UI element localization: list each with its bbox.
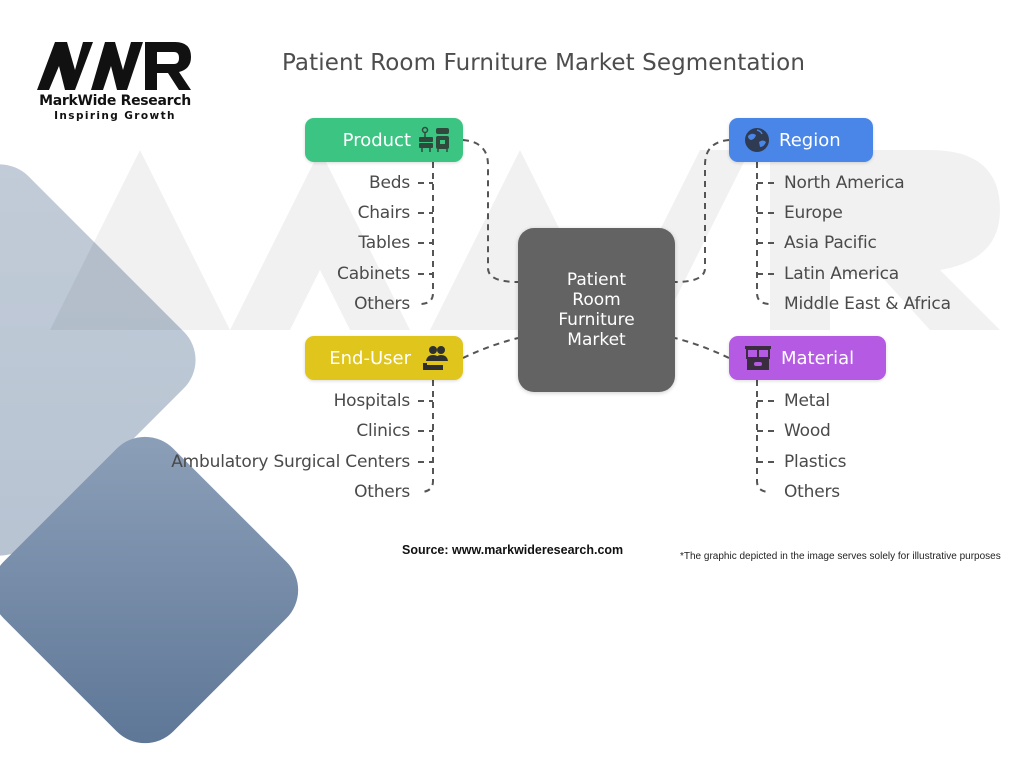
segment-material: Material <box>729 336 886 380</box>
connector-material <box>674 337 730 359</box>
mwr-logo-mark-icon <box>37 42 191 90</box>
disclaimer-text: *The graphic depicted in the image serve… <box>680 551 1001 562</box>
branch-material <box>756 380 771 493</box>
product-item: Others <box>354 294 410 314</box>
region-item: Latin America <box>784 264 899 284</box>
branch-region <box>756 162 771 305</box>
product-item: Cabinets <box>337 264 410 284</box>
page-title: Patient Room Furniture Market Segmentati… <box>282 50 806 76</box>
segment-end-user: End-User <box>305 336 463 380</box>
users-icon <box>423 346 448 370</box>
segment-region-label: Region <box>779 129 841 151</box>
center-label: Patient Room Furniture Market <box>558 270 635 350</box>
segment-product: Product <box>305 118 463 162</box>
brand-logo: MarkWide Research Inspiring Growth <box>30 40 200 122</box>
region-item: Middle East & Africa <box>784 294 951 314</box>
cabinet-icon <box>745 346 771 370</box>
product-item: Chairs <box>357 203 411 223</box>
segment-region: Region <box>729 118 873 162</box>
end-user-item: Ambulatory Surgical Centers <box>171 452 410 472</box>
connector-region <box>674 139 730 283</box>
region-item: Europe <box>784 203 843 223</box>
brand-tagline: Inspiring Growth <box>54 110 176 122</box>
end-user-item: Hospitals <box>333 391 411 411</box>
furniture-icon <box>419 126 449 152</box>
brand-name: MarkWide Research <box>39 93 191 109</box>
region-item: Asia Pacific <box>784 233 877 253</box>
material-item: Plastics <box>784 452 847 472</box>
segment-end-user-label: End-User <box>329 347 411 369</box>
material-item: Wood <box>784 421 831 441</box>
branch-product <box>419 162 434 305</box>
segment-material-label: Material <box>781 347 855 369</box>
end-user-item: Others <box>354 482 410 502</box>
connector-lines <box>418 139 774 493</box>
branch-enduser <box>419 380 434 493</box>
region-item: North America <box>784 173 905 193</box>
product-item: Tables <box>358 233 410 253</box>
product-item: Beds <box>369 173 410 193</box>
connector-product <box>462 139 519 283</box>
center-node: Patient Room Furniture Market <box>518 228 675 392</box>
connector-enduser <box>462 337 519 359</box>
segment-product-label: Product <box>342 129 411 151</box>
end-user-item: Clinics <box>356 421 410 441</box>
material-item: Others <box>784 482 840 502</box>
globe-icon <box>745 128 769 152</box>
source-link[interactable]: Source: www.markwideresearch.com <box>402 543 624 557</box>
material-item: Metal <box>784 391 830 411</box>
